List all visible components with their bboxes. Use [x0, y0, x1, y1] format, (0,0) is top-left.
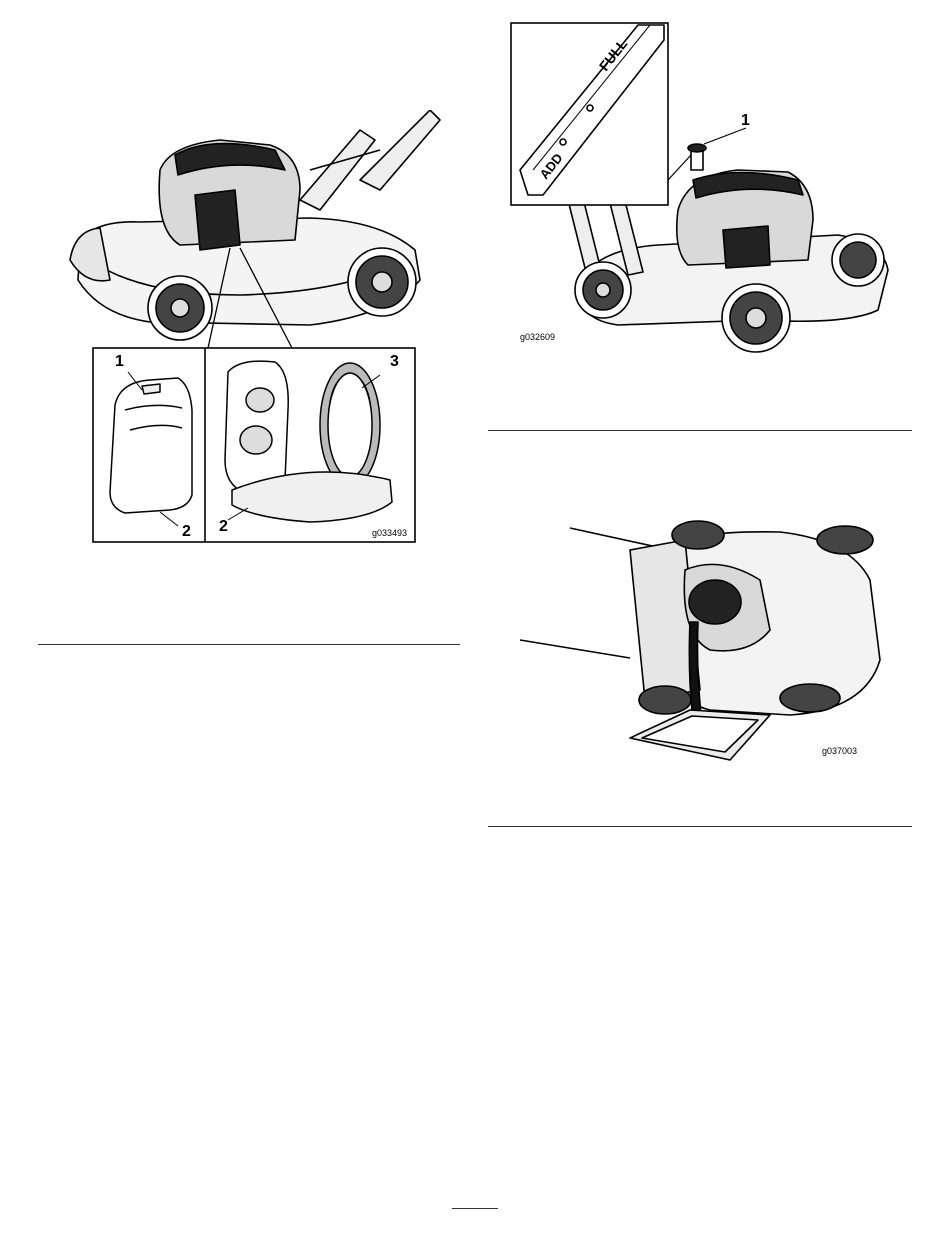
callout-3-filter: 3	[390, 353, 399, 371]
figure-oil-drain: g037003	[520, 510, 900, 770]
mower-air-filter-illustration	[60, 110, 450, 550]
mower-tipped-oil-drain-illustration	[520, 510, 900, 770]
figure-id-label: g033493	[372, 528, 407, 538]
callout-2-base: 2	[219, 518, 228, 536]
figure-air-filter: 1 2 2 3 g033493	[60, 110, 450, 550]
callout-1-dipstick: 1	[741, 112, 750, 130]
callout-1-cover: 1	[115, 353, 124, 371]
section-divider	[488, 826, 912, 827]
figure-id-label: g032609	[520, 332, 555, 342]
figure-dipstick: ADD FULL 1 g032609	[508, 20, 898, 360]
figure-id-label: g037003	[822, 746, 857, 756]
mower-dipstick-illustration: ADD FULL	[508, 20, 898, 360]
footer-rule	[452, 1208, 498, 1209]
section-divider	[488, 430, 912, 431]
section-divider	[38, 644, 460, 645]
callout-2-cover: 2	[182, 523, 191, 541]
